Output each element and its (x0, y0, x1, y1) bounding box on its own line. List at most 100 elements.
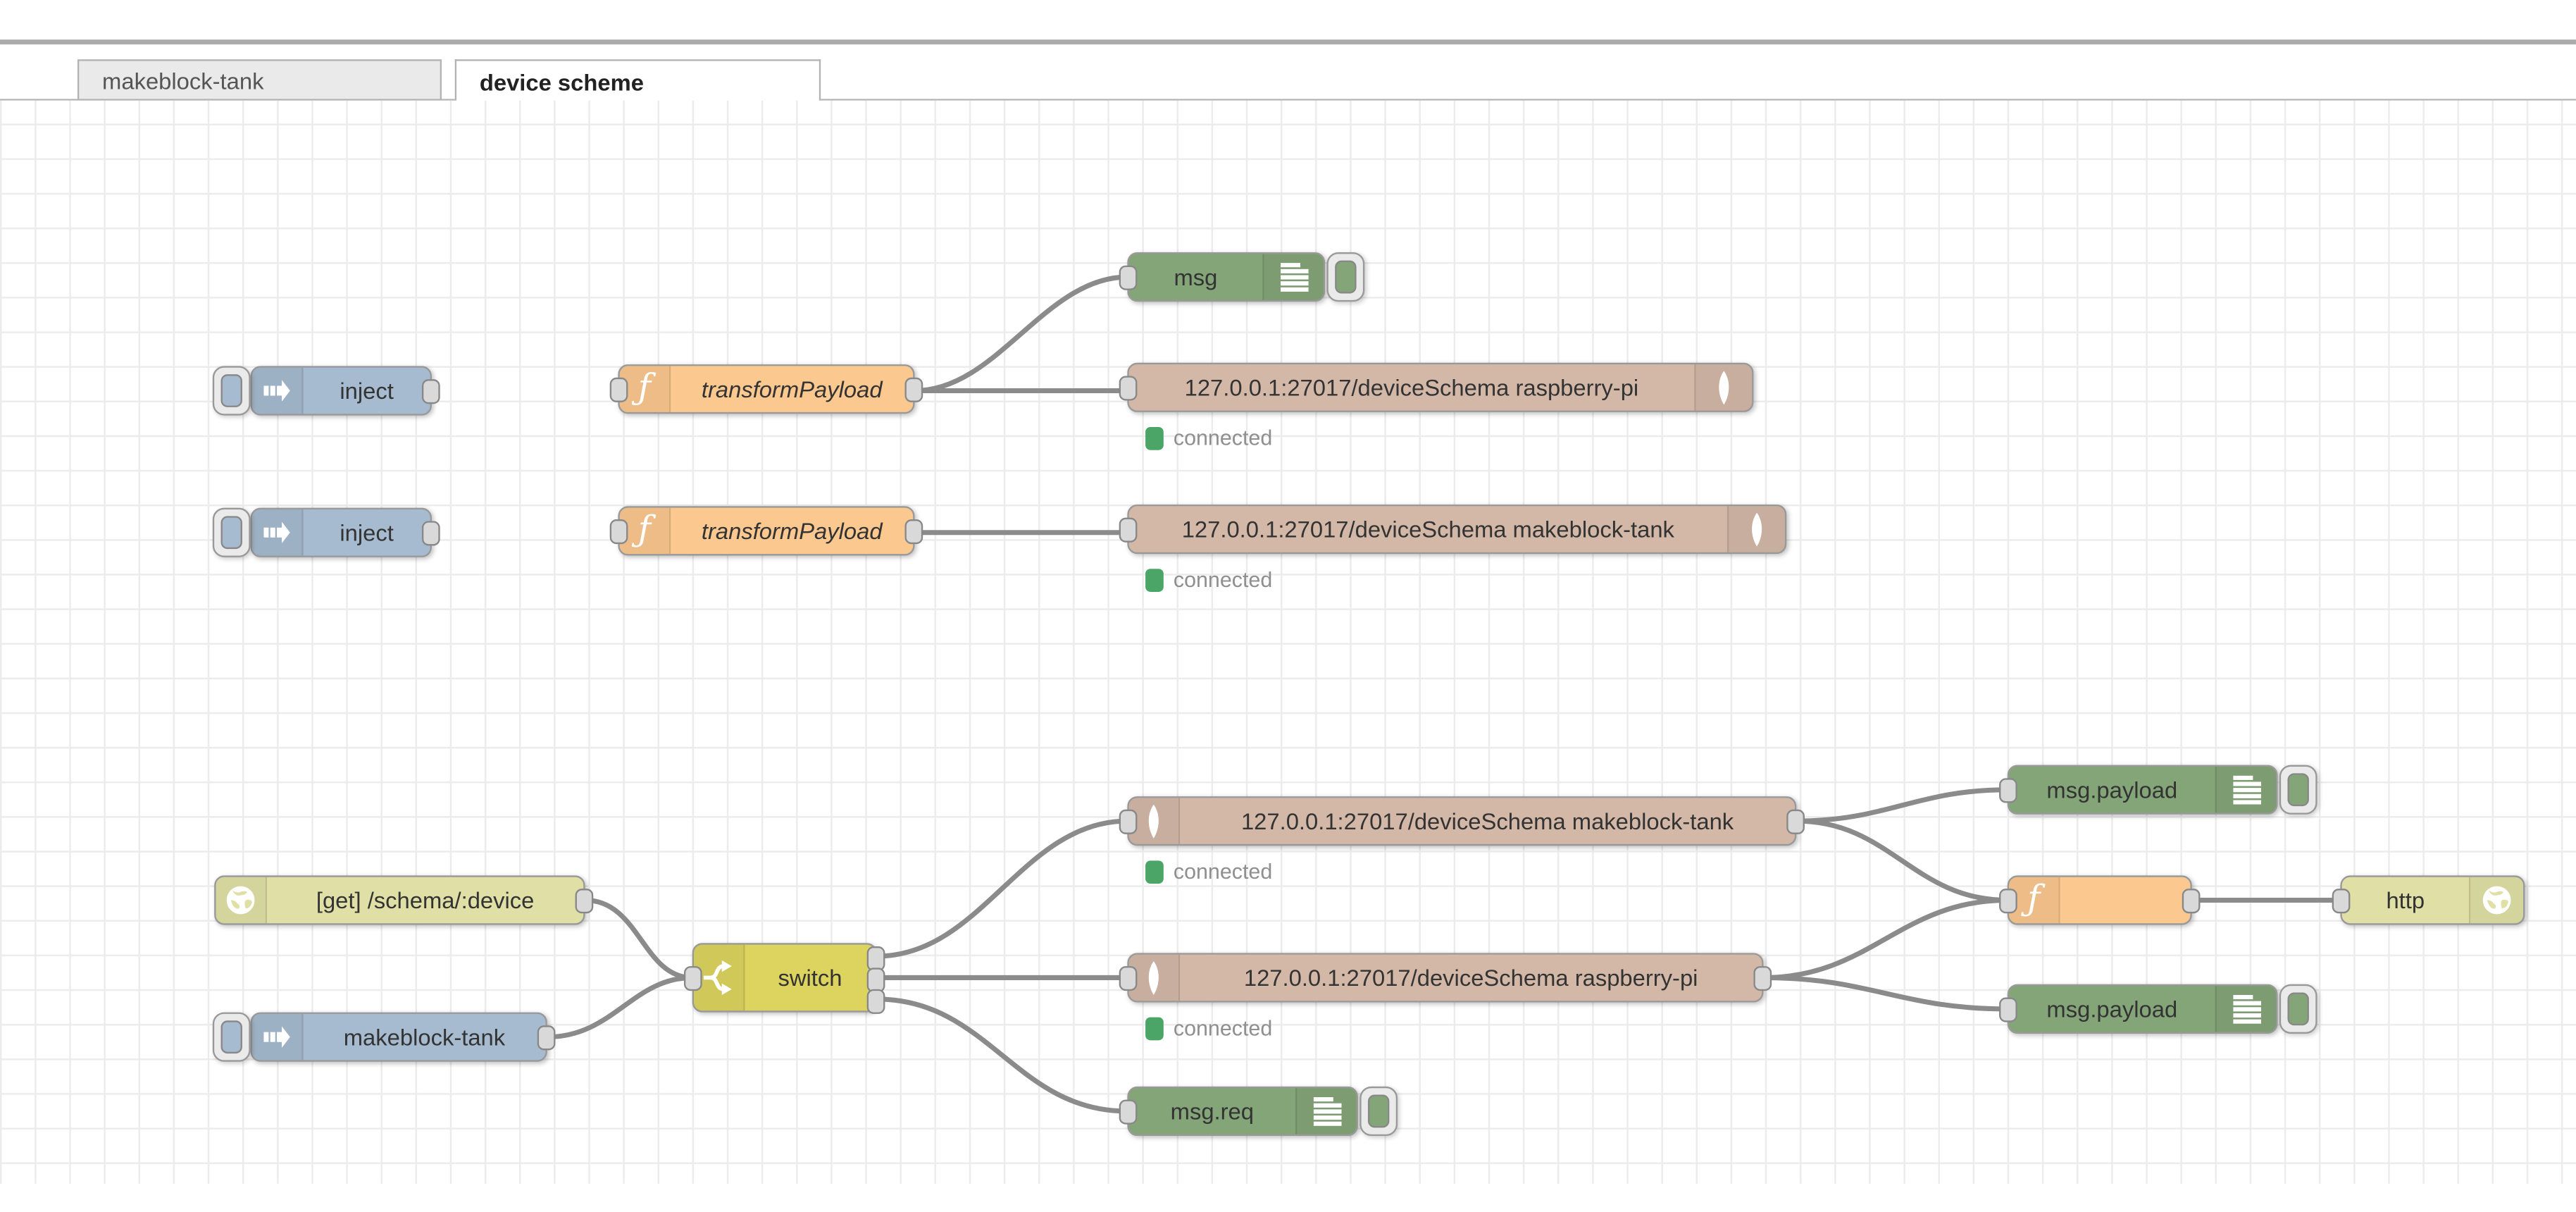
wires-layer (545, 274, 2343, 1114)
node-label: [get] /schema/:device (316, 886, 535, 914)
node-label: 127.0.0.1:27017/deviceSchema raspberry-p… (1184, 374, 1639, 401)
mongodb-in-node-raspberry-pi[interactable]: 127.0.0.1:27017/deviceSchema raspberry-p… (1119, 953, 1772, 1003)
status-text: connected (1173, 425, 1273, 450)
flow-tab-bar: makeblock-tank device scheme (0, 44, 2576, 103)
debug-node-msg-req[interactable]: msg.req (1119, 1086, 1398, 1137)
output-port[interactable] (1786, 808, 1805, 834)
status-text: connected (1173, 567, 1273, 592)
debug-node-msg-payload-top[interactable]: msg.payload (1999, 765, 2317, 815)
node-label: switch (778, 964, 842, 991)
function-node-blank[interactable]: ƒ (1999, 875, 2201, 925)
debug-toggle-button[interactable] (1359, 1086, 1398, 1137)
node-label: msg.req (1170, 1098, 1254, 1125)
status-dot (1145, 860, 1164, 883)
wire-mongo-in-rpi-to-function (1760, 897, 2010, 980)
output-port-3[interactable] (866, 988, 885, 1013)
debug-list-icon (1262, 254, 1324, 300)
inject-node-2[interactable]: inject (212, 507, 440, 557)
input-port[interactable] (1119, 517, 1138, 542)
flow-canvas[interactable]: msg inject ƒ transformPayload 127.0.0.1: (0, 100, 2576, 1184)
inject-node-1[interactable]: inject (212, 366, 440, 416)
inject-arrow-icon (251, 509, 304, 556)
output-port-2[interactable] (866, 967, 885, 992)
tab-label: device scheme (479, 68, 644, 95)
node-label: msg (1174, 264, 1218, 290)
wire-httpin-to-switch (583, 897, 695, 980)
inject-button[interactable] (212, 507, 251, 557)
debug-node-msg-payload-bottom[interactable]: msg.payload (1999, 984, 2317, 1034)
node-label: makeblock-tank (343, 1023, 506, 1051)
output-port[interactable] (2182, 887, 2201, 913)
wire-mongo-in-mbt-to-payload-top (1793, 787, 2010, 824)
node-label: 127.0.0.1:27017/deviceSchema raspberry-p… (1243, 964, 1698, 991)
tab-device-scheme[interactable]: device scheme (454, 59, 821, 103)
input-port[interactable] (1119, 965, 1138, 990)
input-port[interactable] (1119, 1099, 1138, 1124)
node-status: connected (1145, 1015, 1272, 1040)
input-port[interactable] (1999, 777, 2017, 803)
output-port[interactable] (904, 518, 923, 543)
mongodb-out-node-raspberry-pi[interactable]: 127.0.0.1:27017/deviceSchema raspberry-p… (1119, 362, 1754, 412)
input-port[interactable] (1119, 264, 1138, 290)
output-port[interactable] (575, 887, 594, 913)
output-port[interactable] (537, 1025, 556, 1050)
tab-makeblock-tank[interactable]: makeblock-tank (77, 59, 442, 101)
debug-list-icon (2215, 986, 2277, 1032)
inject-arrow-icon (251, 367, 304, 414)
mongodb-leaf-icon (1727, 506, 1785, 552)
node-label: msg.payload (2046, 776, 2178, 803)
node-label (2060, 877, 2191, 924)
mongodb-leaf-icon (1694, 364, 1753, 411)
globe-icon (216, 877, 268, 924)
function-node-transformPayload-2[interactable]: ƒ transformPayload (609, 506, 923, 556)
input-port[interactable] (1119, 375, 1138, 400)
wire-mongo-in-rpi-to-payload-bot (1760, 975, 2010, 1012)
wire-switch3-to-debug-req (874, 996, 1130, 1114)
node-label: 127.0.0.1:27017/deviceSchema makeblock-t… (1181, 516, 1674, 543)
node-label: 127.0.0.1:27017/deviceSchema makeblock-t… (1240, 808, 1734, 834)
switch-fork-icon (694, 944, 745, 1011)
function-node-transformPayload-1[interactable]: ƒ transformPayload (609, 364, 923, 414)
wire-transform1-to-debug-msg (912, 274, 1130, 394)
status-dot (1145, 426, 1164, 450)
debug-toggle-button[interactable] (1326, 252, 1365, 302)
input-port[interactable] (609, 518, 628, 543)
input-port[interactable] (1999, 887, 2017, 913)
node-label: inject (340, 519, 394, 546)
node-label: transformPayload (701, 517, 883, 545)
input-port[interactable] (1119, 808, 1138, 834)
inject-button[interactable] (212, 366, 251, 416)
output-port[interactable] (421, 378, 440, 404)
node-status: connected (1145, 567, 1272, 592)
input-port[interactable] (2332, 887, 2351, 913)
wire-mongo-in-mbt-to-function (1793, 818, 2010, 903)
function-icon: ƒ (2009, 877, 2060, 924)
output-port-1[interactable] (866, 945, 885, 970)
debug-toggle-button[interactable] (2279, 984, 2317, 1034)
debug-node-msg[interactable]: msg (1119, 252, 1365, 302)
node-status: connected (1145, 426, 1272, 450)
inject-node-makeblock-tank[interactable]: makeblock-tank (212, 1012, 556, 1062)
input-port[interactable] (683, 965, 702, 990)
http-in-node[interactable]: [get] /schema/:device (214, 875, 594, 925)
http-response-node[interactable]: http (2332, 875, 2525, 925)
header-bar (0, 0, 2576, 45)
node-label: transformPayload (701, 376, 883, 402)
mongodb-in-node-makeblock-tank[interactable]: 127.0.0.1:27017/deviceSchema makeblock-t… (1119, 796, 1805, 846)
status-dot (1145, 1016, 1164, 1040)
inject-arrow-icon (251, 1013, 304, 1060)
debug-toggle-button[interactable] (2279, 765, 2317, 815)
switch-node[interactable]: switch (683, 943, 885, 1013)
input-port[interactable] (609, 376, 628, 402)
inject-button[interactable] (212, 1012, 251, 1062)
input-port[interactable] (1999, 996, 2017, 1022)
mongodb-out-node-makeblock-tank[interactable]: 127.0.0.1:27017/deviceSchema makeblock-t… (1119, 504, 1787, 555)
debug-list-icon (2215, 766, 2277, 813)
function-icon: ƒ (619, 507, 671, 555)
output-port[interactable] (421, 520, 440, 545)
mongodb-leaf-icon (1128, 954, 1181, 1001)
output-port[interactable] (904, 376, 923, 402)
status-text: connected (1173, 858, 1273, 884)
output-port[interactable] (1753, 965, 1772, 990)
